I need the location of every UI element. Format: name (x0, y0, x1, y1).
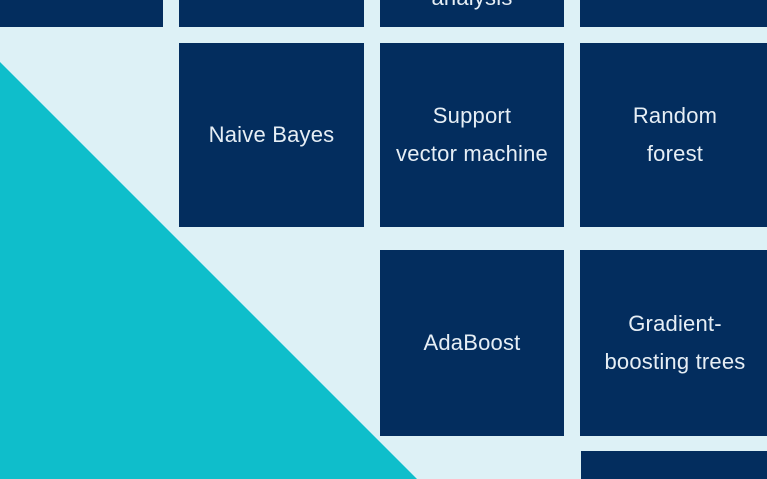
tile-random-forest: Random forest (580, 43, 767, 227)
tile-label: analysis (380, 0, 564, 17)
tile-top-col4-partial (580, 0, 767, 27)
tile-support-vector-machine: Support vector machine (380, 43, 564, 227)
tile-adaboost: AdaBoost (380, 250, 564, 436)
tile-analysis-partial: analysis (380, 0, 564, 27)
tile-label-line1: Random (632, 103, 718, 128)
tile-naive-bayes: Naive Bayes (179, 43, 364, 227)
tile-gradient-boosting-trees: Gradient- boosting trees (580, 250, 767, 436)
tile-label-line2: boosting trees (604, 349, 746, 374)
tile-label: Naive Bayes (208, 122, 335, 147)
tile-label: AdaBoost (423, 330, 521, 355)
tile-label-line1: Support (432, 103, 512, 128)
tile-top-col2-partial (179, 0, 364, 27)
triangle-shape (0, 62, 417, 479)
tile-top-left-partial (0, 0, 163, 27)
tile-label-line2: vector machine (396, 141, 548, 166)
tile-label-line2: forest (646, 141, 704, 166)
tile-label-line1: Gradient- (628, 311, 722, 336)
tile-bottom-col4-partial (581, 451, 767, 479)
